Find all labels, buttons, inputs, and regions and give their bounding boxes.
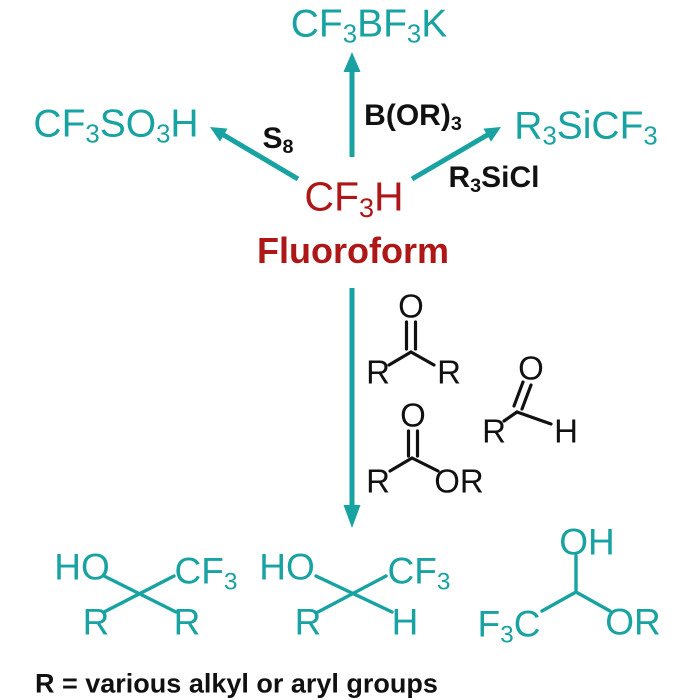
tert-alcohol-cf3-label: CF3 — [174, 550, 238, 596]
ketone-oxygen-label: O — [398, 287, 424, 325]
sec-alcohol-h-label: H — [391, 601, 419, 643]
tert-alcohol-ho-label: HO — [54, 546, 110, 588]
sec-alcohol-cf3-label: CF3 — [387, 550, 451, 596]
ketone-r-left-label: R — [366, 353, 390, 391]
aldehyde-r-label: R — [482, 412, 506, 450]
arrow-up-to-borate — [343, 52, 361, 157]
sec-alcohol-ho-label: HO — [259, 546, 315, 588]
aldehyde-bonds — [502, 380, 553, 426]
ester-bonds — [388, 429, 440, 473]
sec-alcohol-r-label: R — [294, 601, 322, 643]
hemiacetal-bonds — [540, 554, 612, 613]
reagent-r3sicl: R3SiCl — [448, 161, 540, 197]
formula-cf3h: CF3H — [304, 173, 404, 223]
arrow-down-to-alcohols — [343, 288, 361, 528]
secondary-alcohol-bonds — [314, 574, 394, 614]
arrow-left-to-sulfonic-acid — [210, 127, 300, 182]
tert-alcohol-r-left-label: R — [82, 601, 110, 643]
tert-alcohol-r-right-label: R — [173, 601, 201, 643]
hemiacetal-or-label: OR — [605, 601, 661, 643]
r-group-caption: R = various alkyl or aryl groups — [35, 668, 438, 699]
ester-r-label: R — [366, 462, 390, 500]
formula-cf3bf3k: CF3BF3K — [290, 2, 448, 49]
aldehyde-h-label: H — [554, 412, 578, 450]
fluoroform-name: Fluoroform — [257, 230, 449, 271]
ketone-bonds — [387, 320, 436, 367]
hemiacetal-f3c-label: F3C — [477, 603, 541, 649]
aldehyde-oxygen-label: O — [518, 349, 544, 387]
formula-r3sicf3: R3SiCF3 — [514, 104, 658, 151]
ketone-r-right-label: R — [437, 353, 461, 391]
arrow-right-to-silane — [410, 127, 501, 182]
ester-or-label: OR — [434, 462, 484, 500]
formula-cf3so3h: CF3SO3H — [33, 102, 199, 149]
reagent-bor3: B(OR)3 — [364, 99, 462, 135]
reagent-s8: S8 — [262, 122, 294, 158]
ester-oxygen-label: O — [400, 396, 426, 434]
tertiary-alcohol-bonds — [102, 574, 178, 614]
hemiacetal-oh-label: OH — [559, 521, 615, 563]
